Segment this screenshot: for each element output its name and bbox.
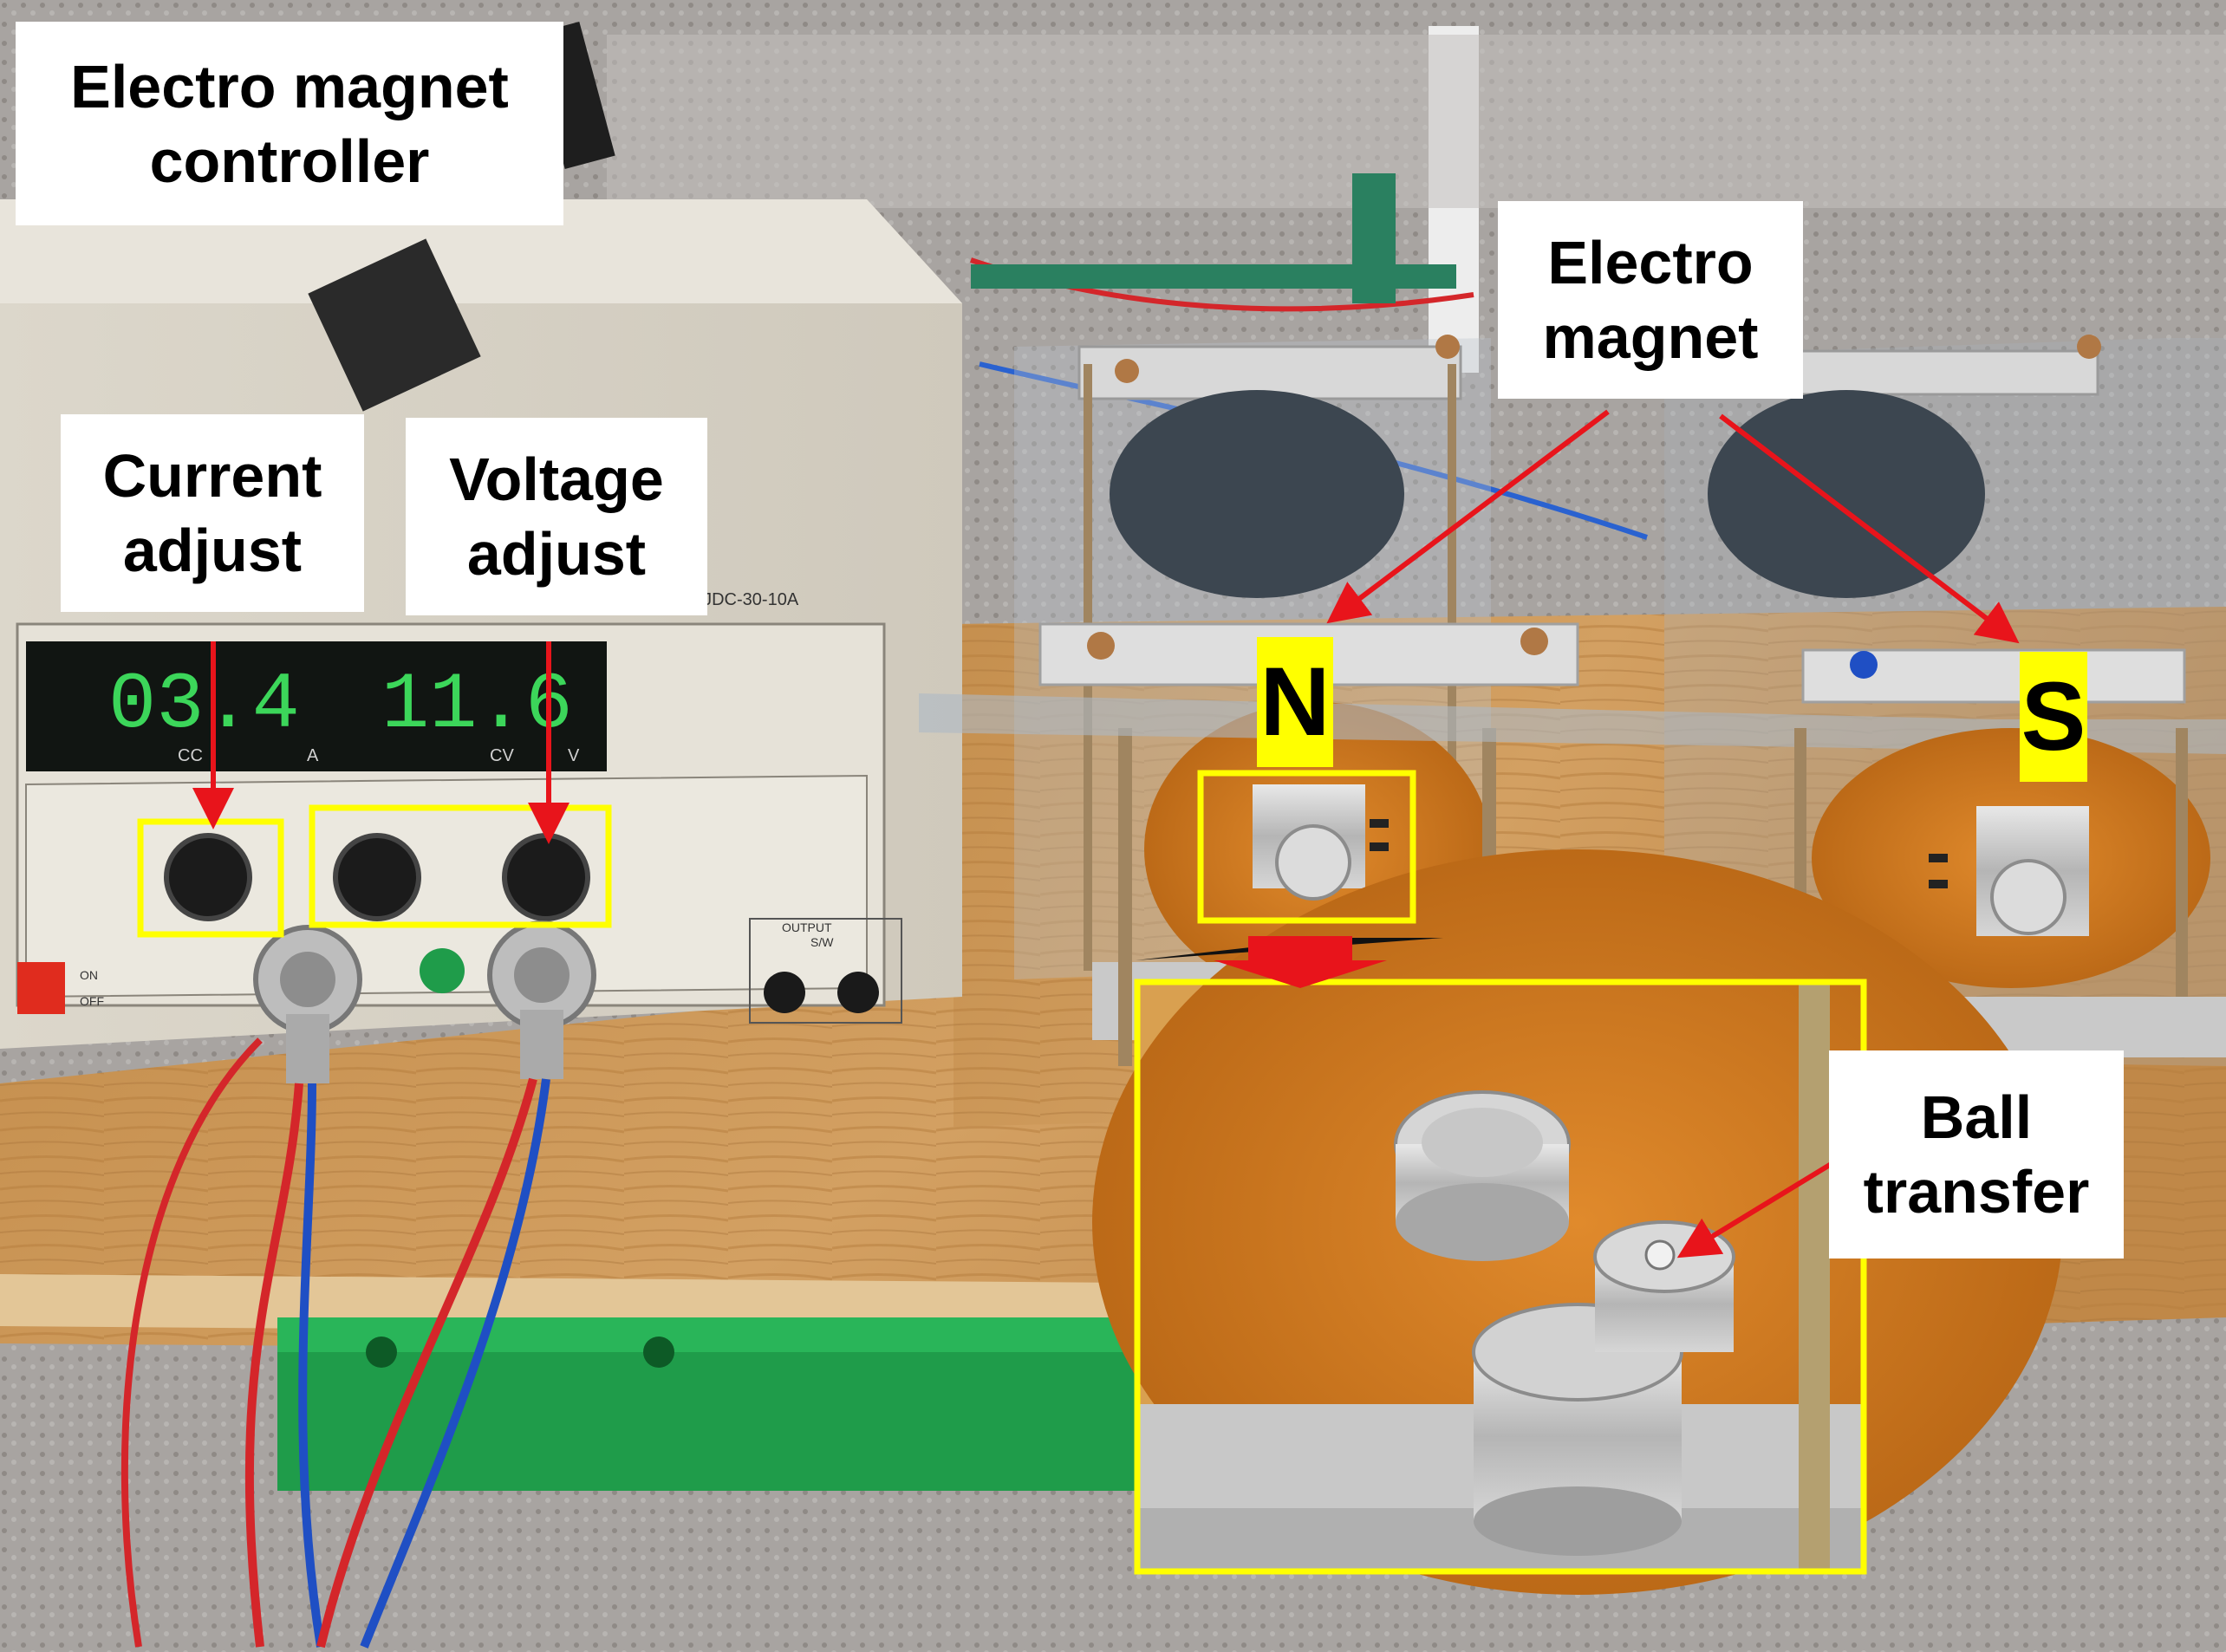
- controller-label: Electro magnet controller: [16, 22, 563, 225]
- zoom-down-arrow-icon: [1214, 936, 1387, 988]
- on-label: ON: [80, 968, 98, 982]
- voltage-unit: V: [568, 746, 580, 765]
- voltage-adjust-label: Voltage adjust: [406, 418, 707, 615]
- output-sw-label: S/W: [810, 935, 834, 949]
- electromagnet-arrow-s: [1719, 413, 2020, 644]
- current-adjust-label: Current adjust: [61, 414, 364, 612]
- current-reading: 03.4: [108, 660, 300, 751]
- output-label: OUTPUT: [782, 920, 832, 934]
- model-label: : JDC-30-10A: [693, 590, 799, 609]
- south-pole-label: S: [2020, 652, 2087, 782]
- current-unit: A: [307, 746, 319, 765]
- electromagnet-arrow-n: [1326, 409, 1610, 624]
- off-label: OFF: [80, 994, 104, 1008]
- current-knob-highlight: [137, 818, 284, 938]
- electromagnet-label: Electro magnet: [1498, 201, 1803, 399]
- ball-transfer-label: Ball transfer: [1829, 1050, 2124, 1259]
- n-magnet-highlight: [1197, 770, 1416, 924]
- north-pole-label: N: [1257, 637, 1333, 767]
- cv-label: CV: [490, 746, 514, 765]
- cc-label: CC: [178, 746, 203, 765]
- zoom-inset-frame: [1134, 979, 1867, 1575]
- voltage-reading: 11.6: [381, 660, 573, 751]
- voltage-knobs-highlight: [309, 804, 612, 928]
- ball-transfer-arrow: [1676, 1146, 1858, 1259]
